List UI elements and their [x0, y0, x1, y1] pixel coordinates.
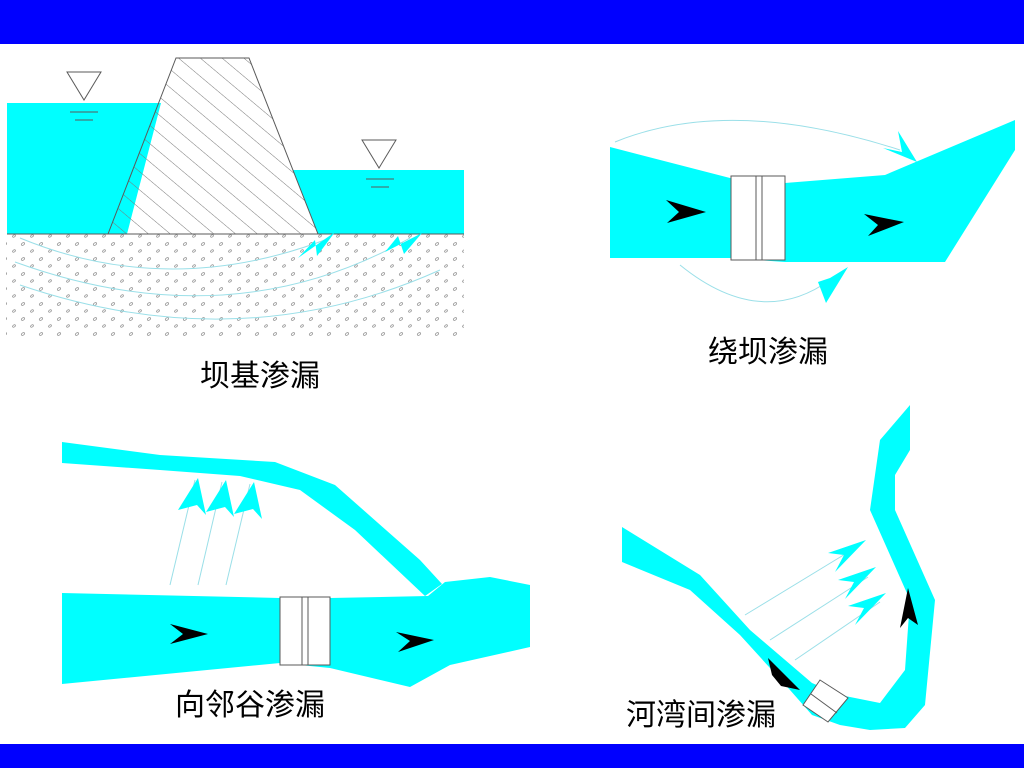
- dam-body: [802, 679, 849, 723]
- seepage-arrow-icon: [838, 567, 876, 599]
- downstream-water: [293, 170, 464, 234]
- dam-divider: [810, 693, 838, 714]
- label-neighbor-valley-seepage: 向邻谷渗漏: [175, 688, 325, 723]
- foundation-soil: [6, 234, 464, 336]
- seepage-path: [744, 544, 861, 616]
- label-dam-bypass-seepage: 绕坝渗漏: [708, 335, 828, 370]
- seepage-path: [19, 269, 441, 320]
- label-dam-foundation-seepage: 坝基渗漏: [200, 359, 320, 394]
- dam-foundation-diagram: [6, 57, 464, 336]
- bypass-seepage-path: [679, 264, 831, 303]
- flow-direction-arrow-icon: [864, 214, 904, 236]
- seepage-path: [14, 237, 411, 297]
- flow-direction-arrow-icon: [900, 588, 918, 628]
- upstream-water-level-icon: [66, 71, 102, 101]
- bypass-seepage-path: [614, 119, 901, 151]
- seepage-arrow-icon: [234, 482, 262, 519]
- flow-direction-arrow-icon: [396, 632, 434, 652]
- bypass-seepage-arrow-icon: [883, 131, 917, 162]
- label-river-bend-seepage: 河湾间渗漏: [626, 698, 776, 733]
- seepage-arrow-icon: [206, 480, 234, 517]
- dam-bypass-diagram: [610, 119, 1015, 303]
- river-bend-diagram: [622, 405, 935, 730]
- dam-body: [730, 175, 786, 261]
- neighbor-valley-stream: [62, 442, 442, 596]
- seepage-arrow-icon: [385, 233, 422, 254]
- seepage-path: [19, 237, 331, 270]
- dam-body: [279, 596, 331, 666]
- seepage-arrow-icon: [828, 540, 866, 572]
- flow-direction-arrow-icon: [170, 624, 208, 644]
- bottom-banner: [0, 744, 1024, 768]
- seepage-arrow-icon: [178, 478, 206, 515]
- downstream-water-level-icon: [361, 139, 397, 169]
- seepage-arrow-icon: [298, 232, 335, 258]
- bypass-seepage-arrow-icon: [818, 267, 848, 303]
- top-banner: [0, 0, 1024, 44]
- river-channel: [610, 120, 1015, 262]
- river-bend-channel: [622, 405, 935, 730]
- flow-direction-arrow-icon: [666, 200, 706, 223]
- neighbor-valley-diagram: [62, 442, 530, 687]
- flow-direction-arrow-icon: [768, 658, 800, 690]
- seepage-arrow-icon: [848, 593, 886, 625]
